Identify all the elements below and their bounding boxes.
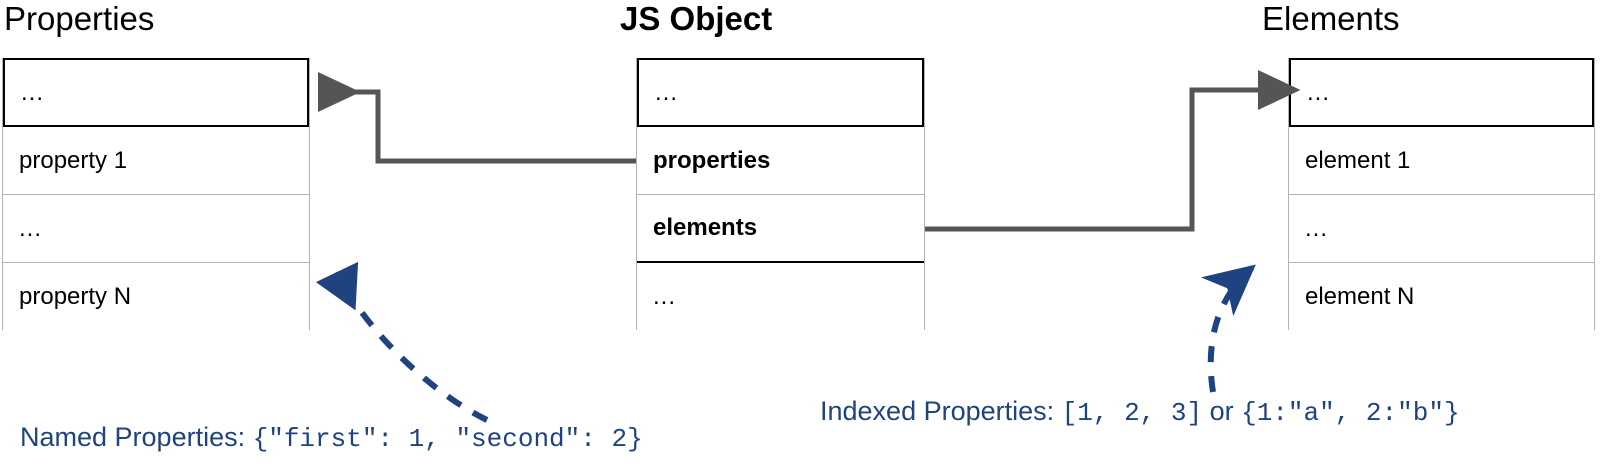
- jsobject-column-title: JS Object: [620, 0, 773, 37]
- row-label: ...: [1305, 214, 1329, 242]
- row-label: property 1: [19, 146, 128, 174]
- indexed-properties-code-object: {1:"a", 2:"b"}: [1241, 398, 1460, 428]
- table-row: property 1: [3, 127, 309, 195]
- indexed-properties-label: Indexed Properties:: [820, 396, 1062, 426]
- row-label: element N: [1305, 283, 1415, 310]
- table-row: property N: [3, 263, 309, 331]
- row-label: ...: [653, 283, 677, 310]
- named-properties-annotation-arrow: [315, 261, 489, 423]
- indexed-properties-conjunction: or: [1202, 396, 1242, 426]
- row-label: element 1: [1305, 146, 1411, 174]
- named-properties-caption: Named Properties: {"first": 1, "second":…: [20, 422, 643, 454]
- table-row: ...: [3, 195, 309, 263]
- table-row: ...: [1289, 58, 1594, 127]
- properties-connector: [318, 72, 636, 164]
- table-row: ...: [1289, 195, 1594, 263]
- row-label: ...: [21, 78, 45, 106]
- properties-column-title: Properties: [4, 0, 155, 37]
- indexed-properties-code-array: [1, 2, 3]: [1061, 398, 1203, 428]
- named-properties-code: {"first": 1, "second": 2}: [252, 424, 643, 454]
- table-row: ...: [3, 58, 309, 127]
- elements-connector: [925, 70, 1301, 232]
- table-row: ...: [637, 263, 924, 331]
- indexed-properties-annotation-arrow: [1200, 263, 1256, 393]
- table-row: element N: [1289, 263, 1594, 331]
- row-label: ...: [1307, 78, 1331, 106]
- row-label: properties: [653, 146, 771, 174]
- table-row-elements: elements: [637, 195, 924, 263]
- elements-table: ... element 1 ... element N: [1288, 58, 1595, 331]
- row-label: elements: [653, 214, 758, 241]
- row-label: ...: [19, 214, 43, 242]
- row-label: ...: [655, 78, 679, 106]
- named-properties-label: Named Properties:: [20, 422, 253, 452]
- table-row-properties: properties: [637, 127, 924, 195]
- table-row: element 1: [1289, 127, 1594, 195]
- properties-table: ... property 1 ... property N: [2, 58, 310, 331]
- elements-column-title: Elements: [1262, 0, 1400, 37]
- jsobject-table: ... properties elements ...: [636, 58, 925, 331]
- table-row: ...: [637, 58, 924, 127]
- indexed-properties-caption: Indexed Properties: [1, 2, 3] or {1:"a",…: [820, 396, 1460, 428]
- row-label: property N: [19, 283, 132, 310]
